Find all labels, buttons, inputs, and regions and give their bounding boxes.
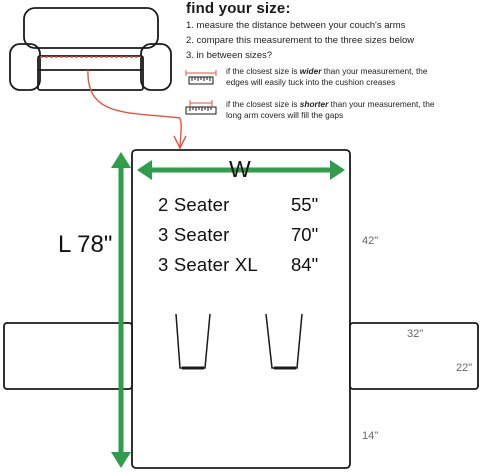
length-label: L 78" <box>58 231 113 258</box>
length-arrow <box>111 152 131 468</box>
pocket-right <box>265 313 303 370</box>
size-width-3-seater: 70" <box>291 224 319 245</box>
tip-wider-text-b: than your measurement, the <box>321 66 428 76</box>
tip-wider-emphasis: wider <box>299 66 322 76</box>
left-arm-panel <box>3 322 133 390</box>
cover-back-panel <box>131 149 351 469</box>
step-2: 2. compare this measurement to the three… <box>186 35 415 46</box>
tip-shorter: if the closest size is shorter than your… <box>226 99 434 121</box>
width-label: W <box>229 156 251 182</box>
curved-arrow-head <box>173 135 187 150</box>
couch-icon <box>9 7 172 91</box>
ruler-shorter-icon <box>185 100 217 115</box>
seat-depth-label: 14" <box>362 430 379 442</box>
step-1: 1. measure the distance between your cou… <box>186 20 406 31</box>
tip-shorter-emphasis: shorter <box>299 99 329 109</box>
step-3: 3. in between sizes? <box>186 50 273 61</box>
curved-arrow <box>87 69 181 119</box>
tip-wider-line2: edges will easily tuck into the cushion … <box>226 77 396 87</box>
size-name-3-seater: 3 Seater <box>158 224 230 245</box>
size-name-2-seater: 2 Seater <box>158 194 230 215</box>
arm-height-label: 22" <box>456 362 473 374</box>
arm-length-label: 32" <box>407 328 424 340</box>
page-title: find your size: <box>186 0 291 17</box>
size-name-3-seater-xl: 3 Seater XL <box>158 254 258 275</box>
tip-shorter-text-a: if the closest size is <box>226 99 300 109</box>
back-depth-label: 42" <box>362 235 379 247</box>
tip-shorter-line2: long arm covers will fill the gaps <box>226 110 344 120</box>
pocket-left <box>175 313 211 370</box>
tip-wider: if the closest size is wider than your m… <box>226 66 428 88</box>
tip-shorter-text-b: than your measurement, the <box>328 99 435 109</box>
ruler-wider-icon <box>185 70 217 85</box>
tip-wider-text-a: if the closest size is <box>226 66 300 76</box>
right-arm-panel <box>349 322 479 390</box>
width-arrow <box>137 160 345 180</box>
size-width-2-seater: 55" <box>291 194 319 215</box>
size-width-3-seater-xl: 84" <box>291 254 319 275</box>
